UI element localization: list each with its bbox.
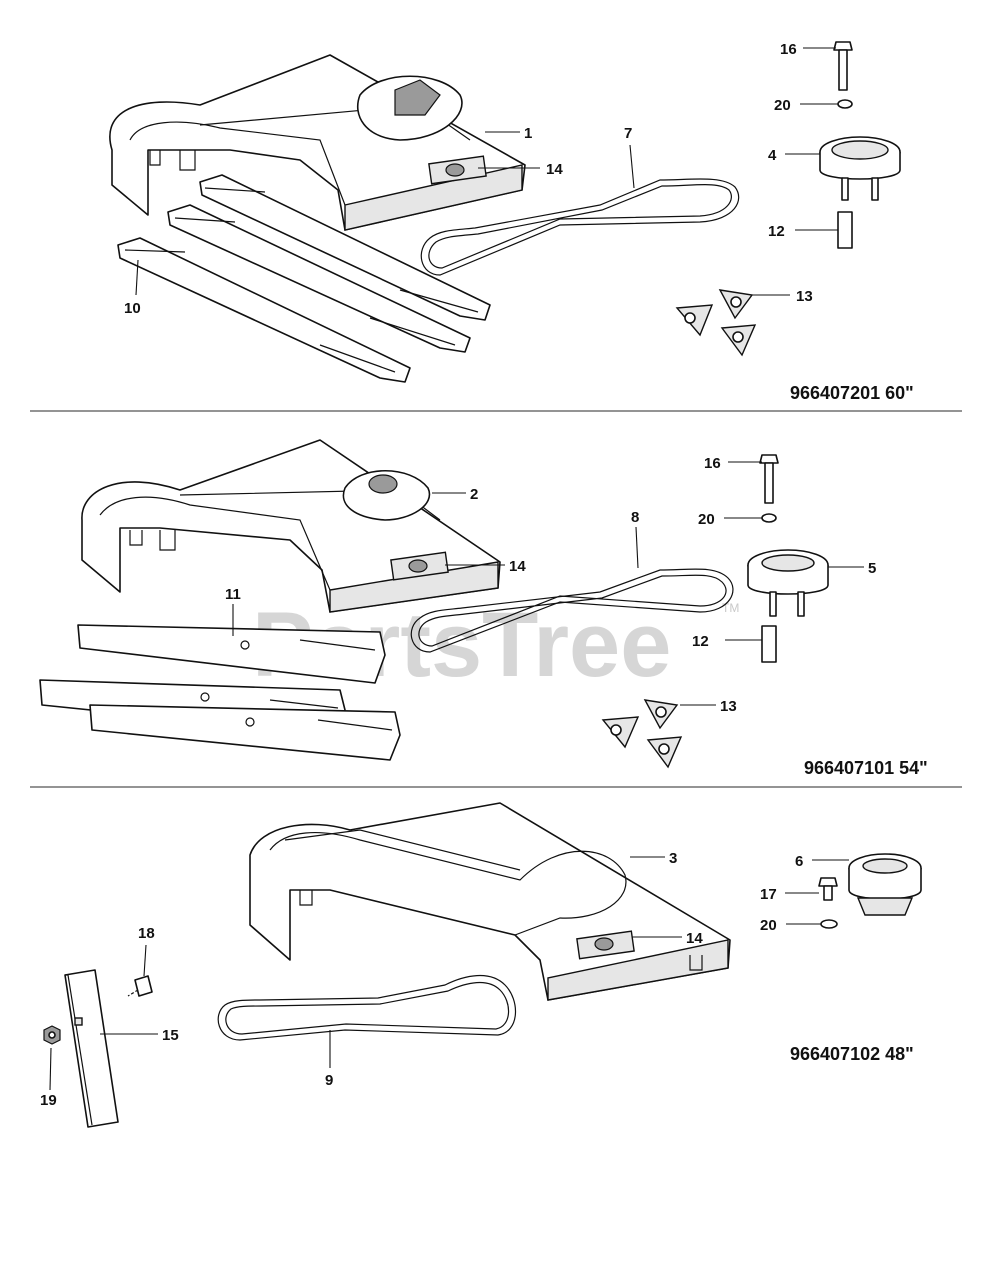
callout-8: 8 [631, 509, 639, 526]
mower-deck-60[interactable] [109, 54, 526, 231]
callout-16-a: 16 [780, 41, 797, 58]
mower-deck-48[interactable] [249, 802, 731, 1001]
spindle-pulley-60[interactable] [819, 136, 901, 201]
spacer-60[interactable] [837, 211, 853, 249]
blade-adapters-54[interactable] [601, 699, 683, 769]
callout-11: 11 [225, 586, 241, 603]
callout-13-b: 13 [720, 698, 737, 715]
callout-14-b: 14 [509, 558, 526, 575]
blade-adapters-60[interactable] [675, 289, 757, 357]
section-54-inch: 2 14 8 11 16 20 5 12 13 966407101 54" [39, 439, 928, 778]
drive-belt-48[interactable] [217, 974, 517, 1041]
model-number-54: 966407101 54" [804, 758, 928, 778]
spacer-54[interactable] [761, 625, 777, 663]
model-number-48: 966407102 48" [790, 1044, 914, 1064]
washer-60[interactable] [837, 99, 853, 109]
washer-54[interactable] [761, 513, 777, 523]
mower-deck-54[interactable] [81, 439, 501, 613]
model-number-60: 966407201 60" [790, 383, 914, 403]
drive-belt-54[interactable] [410, 568, 734, 653]
washer-48[interactable] [820, 919, 838, 929]
callout-16-b: 16 [704, 455, 721, 472]
callout-1: 1 [524, 125, 532, 142]
callout-10: 10 [124, 300, 141, 317]
callout-7: 7 [624, 125, 632, 142]
callout-6: 6 [795, 853, 803, 870]
drive-belt-60[interactable] [420, 178, 740, 276]
callout-20-b: 20 [698, 511, 715, 528]
callout-18: 18 [138, 925, 155, 942]
callout-3: 3 [669, 850, 677, 867]
cover-plate[interactable] [64, 969, 119, 1128]
bolt-54[interactable] [759, 454, 779, 504]
callout-19: 19 [40, 1092, 57, 1109]
callout-13-a: 13 [796, 288, 813, 305]
callout-12-b: 12 [692, 633, 709, 650]
callout-12-a: 12 [768, 223, 785, 240]
blade-set-60[interactable] [117, 174, 491, 383]
section-60-inch: 1 14 7 10 16 20 4 12 13 966407201 60" [109, 41, 914, 403]
callout-2: 2 [470, 486, 478, 503]
spindle-pulley-48[interactable] [848, 853, 922, 916]
flange-nut[interactable] [43, 1025, 61, 1045]
callout-17: 17 [760, 886, 777, 903]
callout-14-c: 14 [686, 930, 703, 947]
callout-9: 9 [325, 1072, 333, 1089]
section-48-inch: 3 14 9 6 17 20 18 15 19 966407102 48" [40, 802, 922, 1128]
shoulder-screw[interactable] [127, 975, 153, 997]
watermark-trademark: TM [722, 601, 739, 615]
callout-20-a: 20 [774, 97, 791, 114]
callout-4: 4 [768, 147, 777, 164]
blade-set-54[interactable] [39, 624, 401, 761]
callout-14-a: 14 [546, 161, 563, 178]
callout-5: 5 [868, 560, 876, 577]
bolt-48[interactable] [818, 877, 838, 901]
callout-20-c: 20 [760, 917, 777, 934]
bolt-60[interactable] [833, 41, 853, 91]
spindle-pulley-54[interactable] [747, 549, 829, 617]
callout-15: 15 [162, 1027, 179, 1044]
